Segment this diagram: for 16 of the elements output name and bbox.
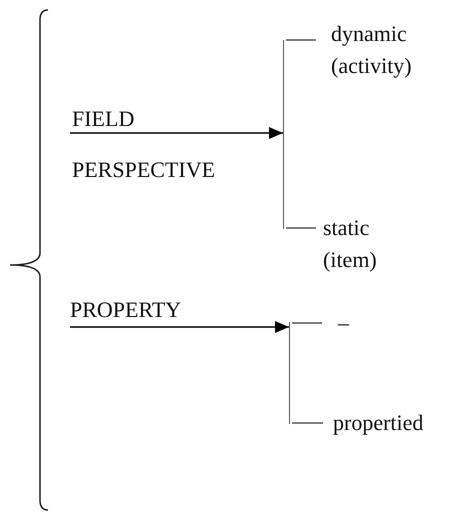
branch-label: static (item) <box>316 212 396 276</box>
arrow-label: PROPERTY <box>70 294 220 324</box>
branch-label: dynamic (activity) <box>316 18 436 82</box>
connector-line <box>292 422 323 424</box>
arrow-label: PERSPECTIVE <box>72 156 216 184</box>
arrow-label: FIELD <box>72 105 134 133</box>
connector-line <box>292 322 322 324</box>
branch-label: propertied <box>323 407 443 439</box>
bracket-line <box>283 40 286 229</box>
curly-brace <box>8 8 50 512</box>
arrow <box>70 127 283 139</box>
dash-mark: – <box>322 307 362 339</box>
connector-line <box>286 39 316 41</box>
arrow <box>70 321 289 333</box>
bracket-line <box>289 322 292 424</box>
connector-line <box>286 227 316 229</box>
